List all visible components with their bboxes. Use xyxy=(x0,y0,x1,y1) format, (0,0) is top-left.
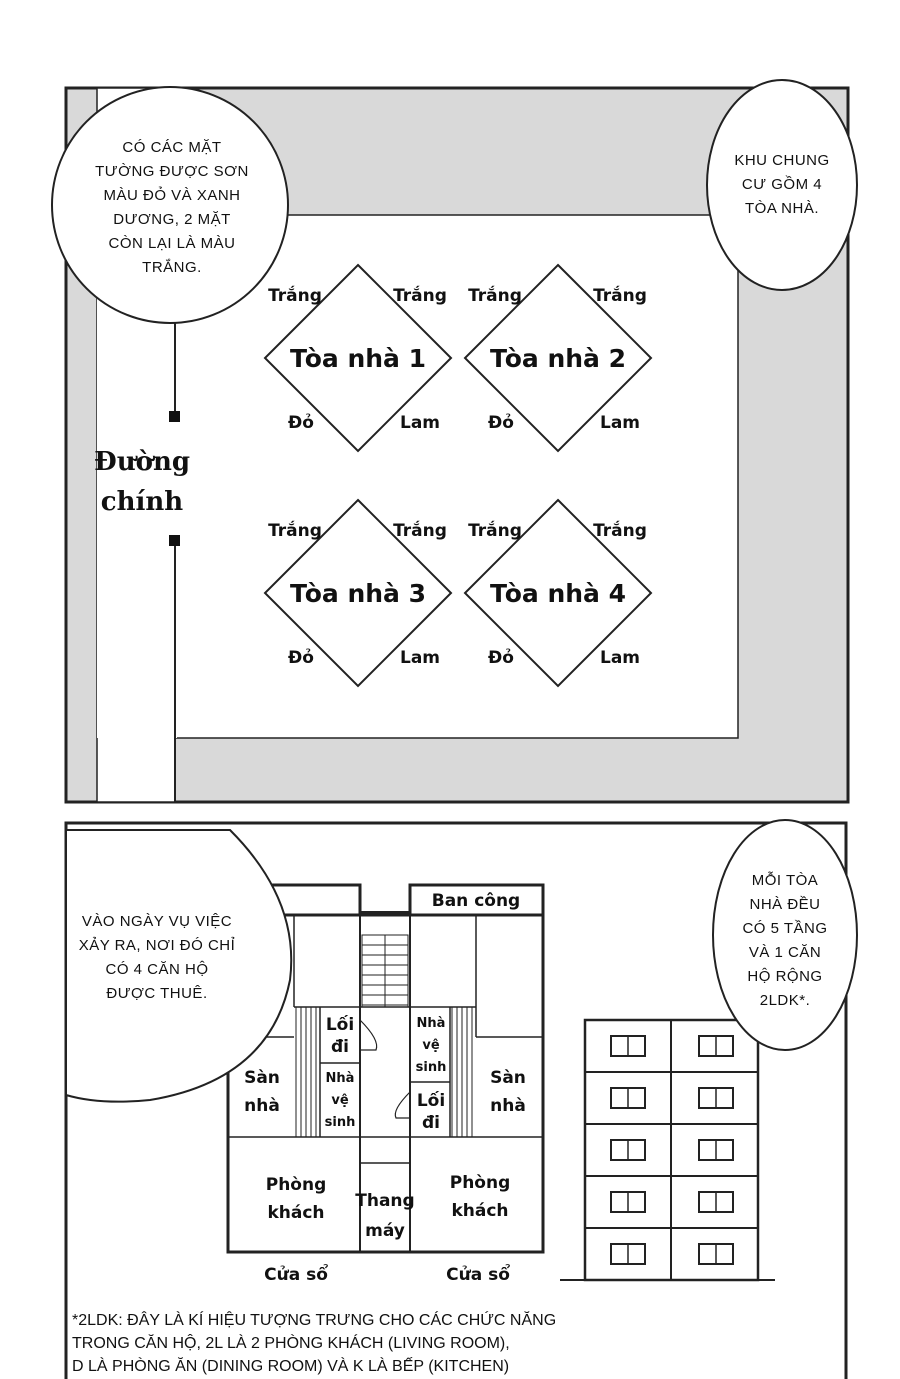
bubble-right-2-text-line: VÀ 1 CĂN xyxy=(749,944,821,961)
bubble-right-2-text-line: NHÀ ĐỀU xyxy=(749,896,820,913)
bubble-right-2-text-line: CÓ 5 TẦNG xyxy=(742,920,827,937)
road-marker-bottom xyxy=(169,535,180,546)
bubble-left-2-text-line: XẢY RA, NƠI ĐÓ CHỈ xyxy=(79,937,236,954)
door-right xyxy=(394,1091,411,1119)
hall-left-line: Lối xyxy=(326,1014,354,1035)
floorplan-panel: Ban công LốiđiNhàvệsinhNhàvệsinhLốiđiSàn… xyxy=(64,819,858,1379)
road-label-2: chính xyxy=(101,487,184,517)
hall-left-line: đi xyxy=(331,1037,349,1057)
elevator-line: Thang xyxy=(355,1191,414,1211)
living-left-line: Phòng xyxy=(266,1175,327,1195)
bubble-right-2-text-line: MỖI TÒA xyxy=(752,871,819,889)
building-outline xyxy=(463,498,653,688)
building-outline xyxy=(263,263,453,453)
bubble-right-text-line: KHU CHUNG xyxy=(734,152,829,169)
bubble-left-text-line: CÓ CÁC MẶT xyxy=(122,139,221,156)
wall-label-white: Trắng xyxy=(268,285,322,306)
wall-label-blue: Lam xyxy=(600,413,640,433)
floor-left-line: nhà xyxy=(244,1096,280,1116)
building-name: Tòa nhà 3 xyxy=(290,579,426,608)
balcony-label: Ban công xyxy=(432,891,520,911)
wall-label-blue: Lam xyxy=(600,648,640,668)
building-elevation xyxy=(560,1018,775,1282)
road-marker-top xyxy=(169,411,180,422)
elevator-line: máy xyxy=(365,1221,405,1241)
wc-left-line: Nhà xyxy=(326,1071,355,1086)
wc-right-line: sinh xyxy=(416,1060,447,1075)
living-right-line: Phòng xyxy=(450,1173,511,1193)
wall-label-blue: Lam xyxy=(400,413,440,433)
wall-label-white: Trắng xyxy=(268,520,322,541)
hall-right-line: đi xyxy=(422,1113,440,1133)
wc-left-line: vệ xyxy=(331,1093,348,1108)
speech-bubble-left-2 xyxy=(65,829,293,1103)
building-outline xyxy=(263,498,453,688)
living-right-line: khách xyxy=(451,1201,508,1221)
bubble-left-2-text-line: ĐƯỢC THUÊ. xyxy=(106,985,207,1002)
window-label-right: Cửa sổ xyxy=(446,1263,510,1285)
floor-right-line: nhà xyxy=(490,1096,526,1116)
wall-label-white: Trắng xyxy=(393,520,447,541)
bubble-left-text-line: TRẮNG. xyxy=(142,258,202,276)
speech-bubble-right-2 xyxy=(712,819,858,1051)
bubble-right-2-text-line: 2LDK*. xyxy=(760,992,811,1009)
footnote-line: *2LDK: ĐÂY LÀ KÍ HIỆU TƯỢNG TRƯNG CHO CÁ… xyxy=(72,1310,556,1329)
wall-label-red: Đỏ xyxy=(488,413,514,433)
wc-right-line: vệ xyxy=(422,1038,439,1053)
wall-label-red: Đỏ xyxy=(488,648,514,668)
wall-label-white: Trắng xyxy=(593,285,647,306)
building-name: Tòa nhà 1 xyxy=(290,344,426,373)
bubble-left-text-line: TƯỜNG ĐƯỢC SƠN xyxy=(95,163,249,180)
wall-label-white: Trắng xyxy=(593,520,647,541)
building-outline xyxy=(463,263,653,453)
bubble-left-text-line: CÒN LẠI LÀ MÀU xyxy=(108,235,235,252)
bubble-left-2-text-line: VÀO NGÀY VỤ VIỆC xyxy=(82,913,232,930)
building-name: Tòa nhà 2 xyxy=(490,344,626,373)
footnote-line: D LÀ PHÒNG ĂN (DINING ROOM) VÀ K LÀ BẾP … xyxy=(72,1356,509,1375)
speech-bubble-left xyxy=(51,86,289,324)
wall-label-red: Đỏ xyxy=(288,413,314,433)
floor-right-line: Sàn xyxy=(490,1068,526,1088)
bubble-right-text-line: CƯ GỒM 4 xyxy=(742,175,822,193)
wall-label-white: Trắng xyxy=(393,285,447,306)
bubble-left-text-line: DƯƠNG, 2 MẶT xyxy=(113,211,231,228)
bubble-right-text-line: TÒA NHÀ. xyxy=(745,200,819,217)
courtyard xyxy=(174,214,739,739)
wc-right-line: Nhà xyxy=(417,1016,446,1031)
bubble-left-2-text-line: CÓ 4 CĂN HỘ xyxy=(105,961,208,978)
window-label-left: Cửa sổ xyxy=(264,1263,328,1285)
wall-label-red: Đỏ xyxy=(288,648,314,668)
building-name: Tòa nhà 4 xyxy=(490,579,626,608)
bubble-left-text-line: MÀU ĐỎ VÀ XANH xyxy=(103,186,240,204)
wall-label-white: Trắng xyxy=(468,285,522,306)
floor-left-line: Sàn xyxy=(244,1068,280,1088)
wall-label-white: Trắng xyxy=(468,520,522,541)
wc-left-line: sinh xyxy=(325,1115,356,1130)
hall-right-line: Lối xyxy=(417,1090,445,1111)
bubble-right-2-text-line: HỘ RỘNG xyxy=(747,968,822,985)
door-left xyxy=(359,1019,378,1051)
wall-label-blue: Lam xyxy=(400,648,440,668)
speech-bubble-right xyxy=(706,79,858,291)
footnote-line: TRONG CĂN HỘ, 2L LÀ 2 PHÒNG KHÁCH (LIVIN… xyxy=(72,1333,510,1352)
road-label-1: Đường xyxy=(94,447,190,477)
living-left-line: khách xyxy=(267,1203,324,1223)
